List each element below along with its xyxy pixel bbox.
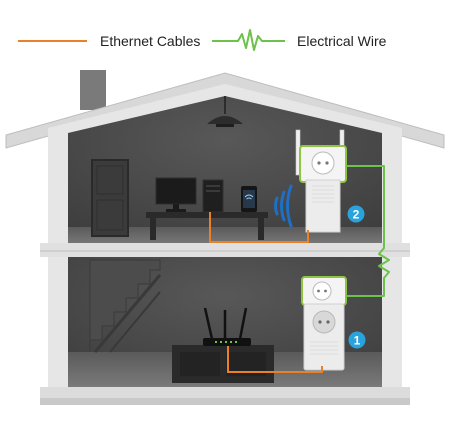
lamp-bulb bbox=[216, 124, 234, 127]
badge-1-label: 1 bbox=[354, 334, 361, 348]
phone-screen bbox=[243, 190, 255, 208]
electrical-wire bbox=[346, 165, 390, 297]
door-panel-bottom bbox=[96, 199, 124, 231]
extender-grille bbox=[312, 185, 334, 203]
ethernet-cable-upstairs bbox=[209, 212, 309, 243]
divider-line bbox=[40, 250, 410, 252]
pc-slot bbox=[206, 185, 220, 187]
badge-1: 1 bbox=[348, 331, 366, 349]
upstairs-floor bbox=[68, 227, 382, 243]
socket-hole bbox=[317, 161, 321, 165]
socket-outlet bbox=[311, 151, 335, 175]
ethernet-legend-label: Ethernet Cables bbox=[100, 33, 201, 49]
roof bbox=[5, 72, 445, 149]
ground-shadow bbox=[40, 398, 410, 405]
monitor bbox=[155, 177, 197, 205]
badge-2-label: 2 bbox=[353, 208, 360, 222]
router bbox=[203, 307, 251, 346]
extender-body bbox=[305, 179, 341, 233]
legend-graphics bbox=[18, 29, 285, 51]
chimney bbox=[80, 70, 106, 110]
door-panel-top bbox=[96, 165, 124, 195]
desk-leg-left bbox=[150, 218, 156, 240]
monitor-stand bbox=[173, 204, 179, 210]
staircase bbox=[89, 259, 162, 353]
phone-wifi-icon bbox=[244, 194, 254, 200]
electrical-legend-label: Electrical Wire bbox=[297, 33, 387, 49]
legend: Ethernet Cables Electrical Wire bbox=[0, 0, 450, 60]
monitor-base bbox=[166, 209, 186, 212]
upstairs-room bbox=[68, 96, 382, 243]
wifi-signal-icon bbox=[274, 184, 293, 228]
badge-2: 2 bbox=[347, 205, 365, 223]
wifi-extender-unit-2 bbox=[295, 129, 347, 233]
electrical-legend-line bbox=[212, 29, 285, 51]
cabinet-door-left bbox=[180, 352, 220, 376]
ethernet-cable-downstairs bbox=[227, 346, 323, 373]
adapter-socket bbox=[312, 310, 336, 334]
router-antenna bbox=[203, 307, 214, 340]
desk bbox=[146, 212, 268, 218]
pc-tower bbox=[202, 179, 224, 213]
socket-hole bbox=[325, 161, 329, 165]
pc-slot bbox=[206, 190, 220, 192]
desk-leg-right bbox=[258, 218, 264, 240]
ceiling-lamp bbox=[207, 116, 243, 124]
powerline-adapter-unit-1 bbox=[301, 276, 347, 371]
router-antenna bbox=[238, 307, 248, 340]
upstairs-door bbox=[91, 159, 129, 237]
